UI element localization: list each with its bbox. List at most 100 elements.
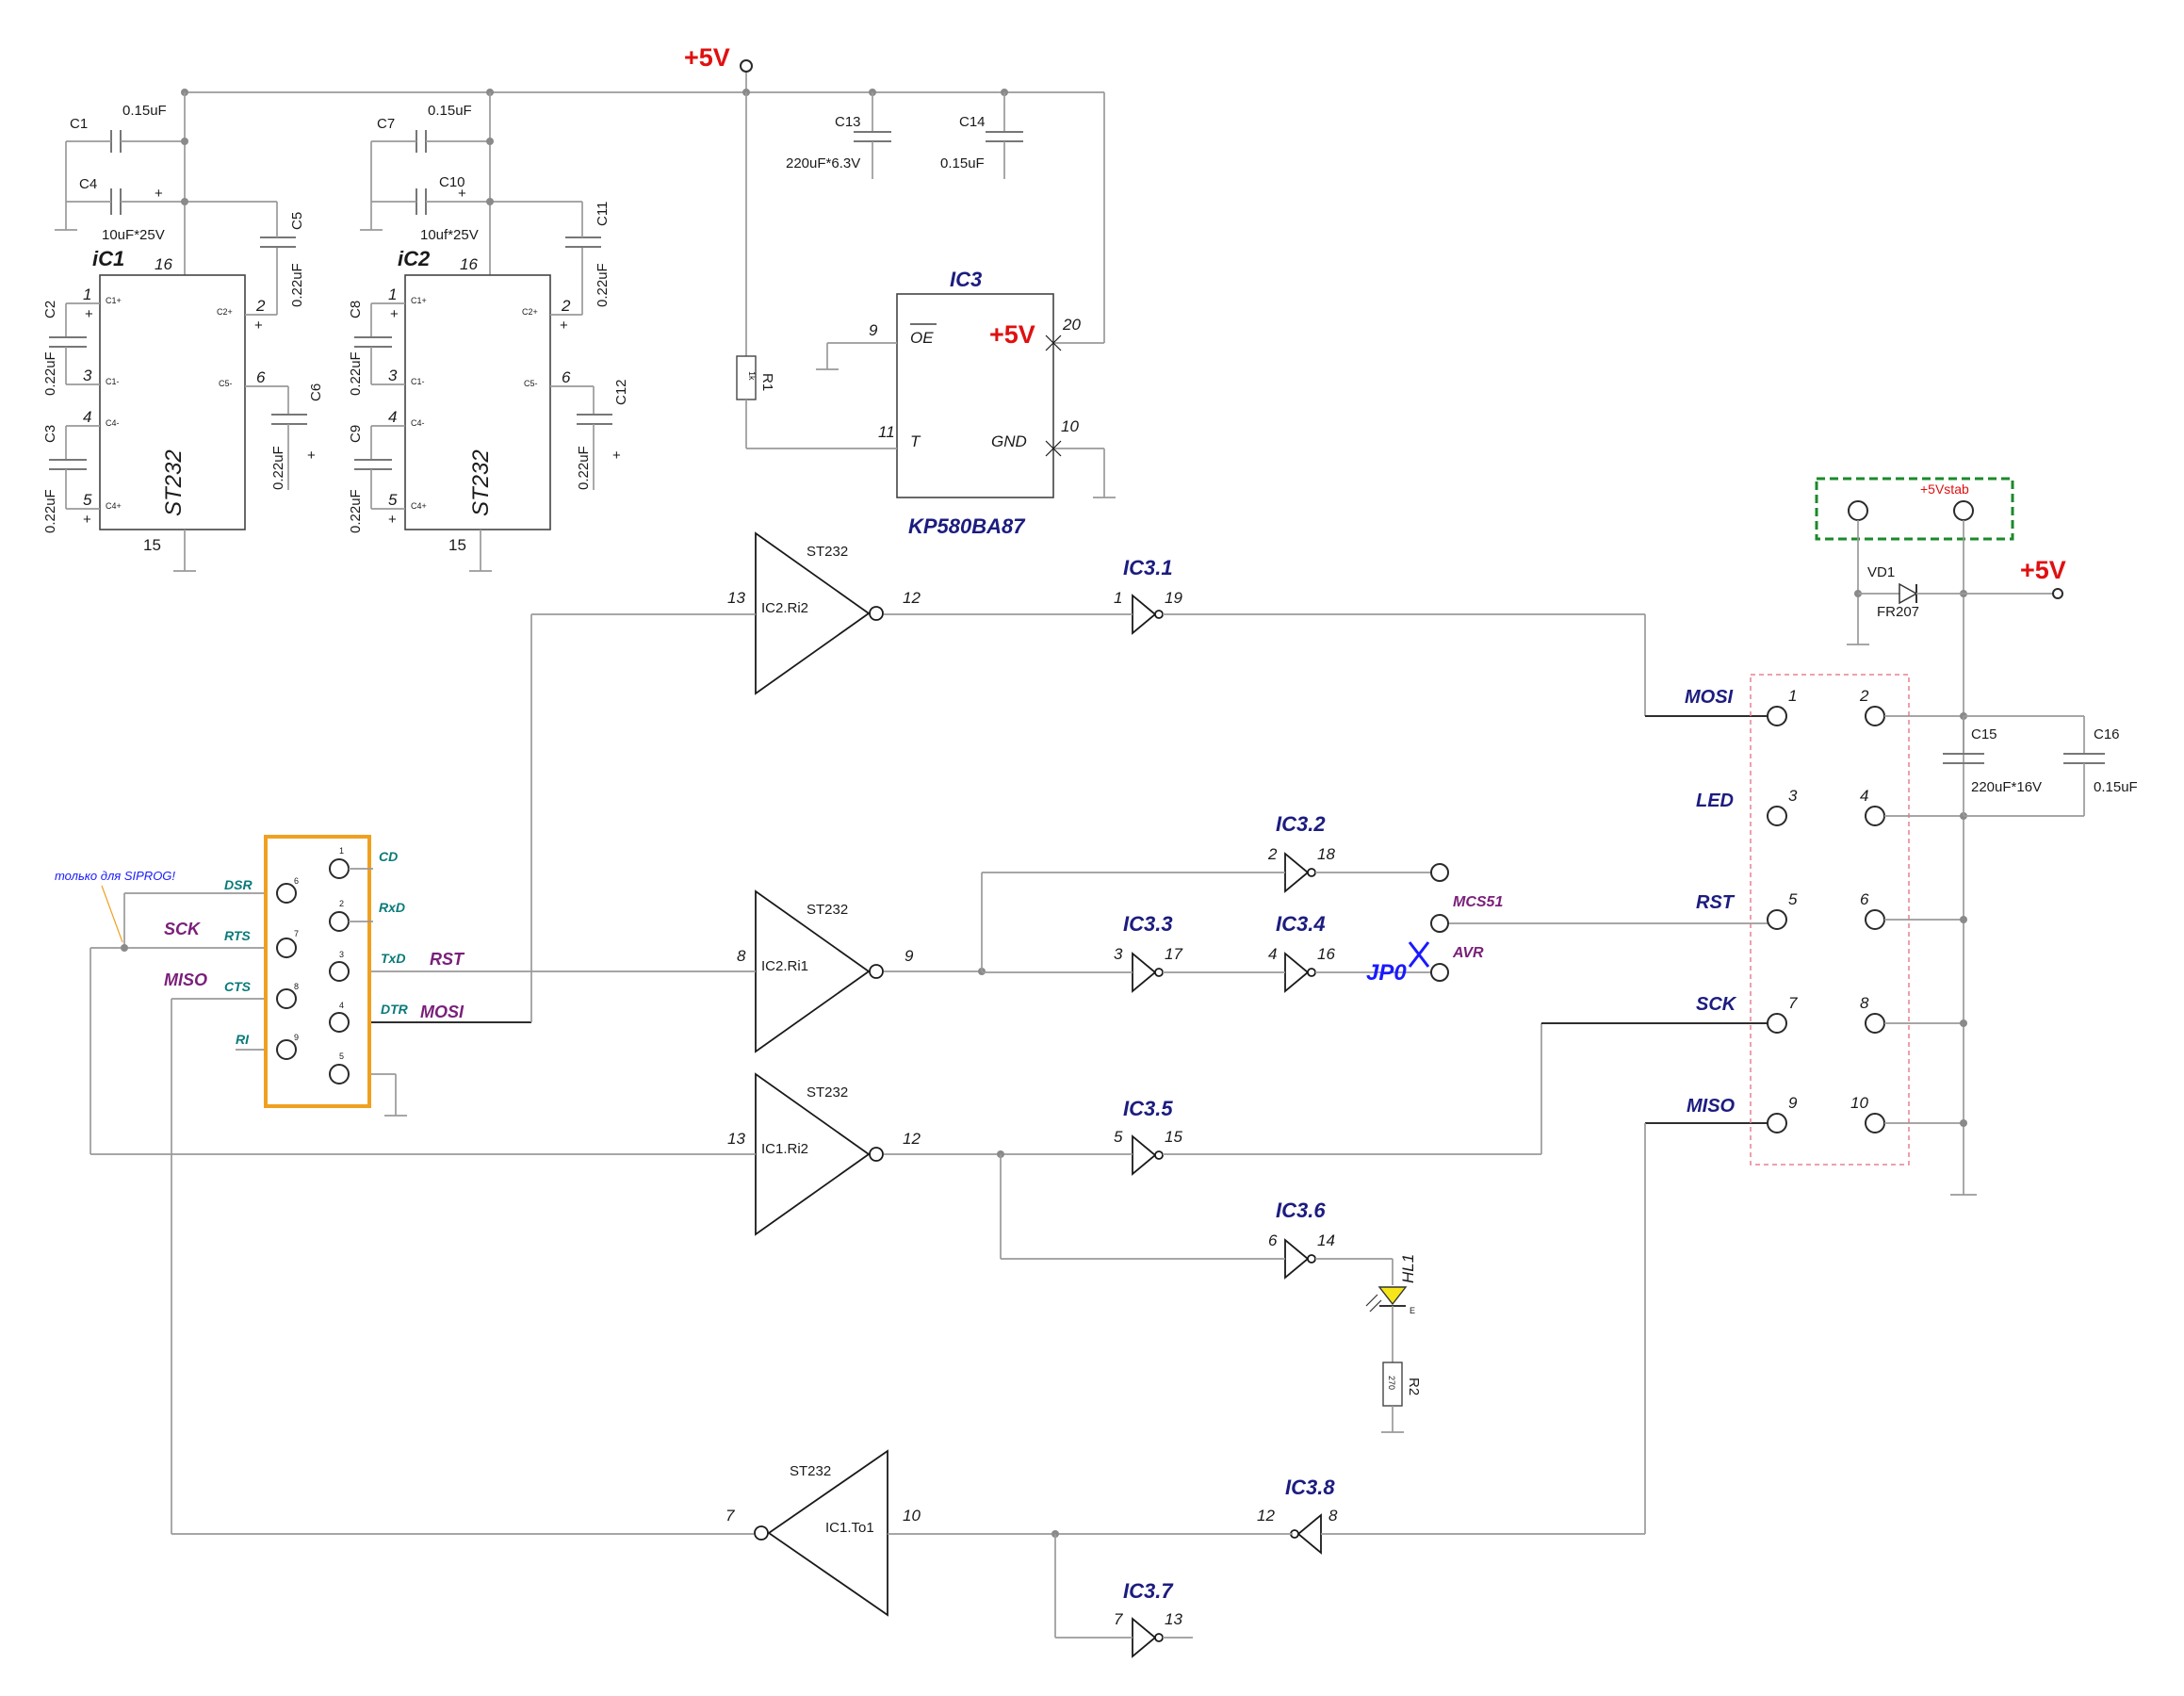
svg-text:C1: C1 [70,116,88,132]
svg-text:16: 16 [460,255,478,273]
svg-text:0.22uF: 0.22uF [42,351,58,396]
svg-text:IC3.7: IC3.7 [1123,1579,1174,1603]
svg-text:R2: R2 [1406,1378,1422,1395]
svg-text:OE: OE [910,329,934,347]
svg-text:12: 12 [1257,1507,1275,1525]
vcc-terminal-right[interactable] [2052,588,2063,599]
svg-text:10uf*25V: 10uf*25V [420,227,479,243]
svg-text:12: 12 [903,589,921,607]
svg-text:220uF*6.3V: 220uF*6.3V [786,155,860,171]
power-terminal-gnd[interactable] [1848,500,1868,521]
svg-text:JP0: JP0 [1366,960,1407,986]
svg-text:2: 2 [255,297,266,315]
svg-text:KP580BA87: KP580BA87 [908,514,1026,538]
svg-text:270: 270 [1387,1376,1396,1390]
svg-text:+5Vstab: +5Vstab [1920,481,1969,497]
hl1-led: HL1 E [1365,1254,1417,1362]
svg-text:2: 2 [339,899,344,908]
svg-text:IC3.5: IC3.5 [1123,1097,1173,1120]
db9-pin-3 [329,961,350,982]
svg-text:4: 4 [83,408,91,426]
svg-text:ST232: ST232 [468,449,494,516]
jp0-jumper[interactable]: JP0 MCS51 AVR [1366,863,1503,986]
jp0-pin-top [1430,863,1449,882]
svg-text:15: 15 [448,536,466,554]
svg-text:C1+: C1+ [106,296,122,305]
svg-text:12: 12 [903,1130,921,1148]
svg-text:T: T [910,432,921,450]
c14-capacitor: C14 0.15uF [940,92,1023,179]
db9-pin-7 [276,938,297,958]
svg-text:2: 2 [561,297,571,315]
svg-text:4: 4 [1268,945,1277,963]
svg-text:C5: C5 [289,212,305,230]
svg-text:C5-: C5- [524,379,538,388]
svg-text:10: 10 [1850,1094,1868,1112]
svg-text:8: 8 [1328,1507,1338,1525]
svg-text:CTS: CTS [224,979,252,994]
isp-pin-1 [1767,706,1787,726]
svg-text:GND: GND [991,432,1027,450]
svg-text:+: + [83,512,91,528]
svg-text:+: + [85,306,93,322]
svg-text:4: 4 [388,408,397,426]
svg-text:9: 9 [869,321,878,339]
svg-text:+: + [390,306,399,322]
svg-text:C9: C9 [348,425,364,443]
svg-text:3: 3 [1788,787,1798,805]
svg-text:IC3: IC3 [950,268,982,291]
svg-text:C13: C13 [835,114,861,130]
svg-text:IC2.Ri2: IC2.Ri2 [761,600,808,616]
svg-text:C4-: C4- [411,418,425,428]
svg-text:0.22uF: 0.22uF [576,446,592,490]
svg-text:3: 3 [339,950,344,959]
svg-text:C2+: C2+ [217,307,233,317]
svg-text:3: 3 [83,367,92,384]
svg-text:C4+: C4+ [106,501,122,511]
svg-text:IC3.4: IC3.4 [1276,912,1326,936]
buffer-ic2-ri2: ST232 IC2.Ri2 13 12 [727,531,921,695]
svg-text:IC3.6: IC3.6 [1276,1199,1326,1222]
svg-text:MOSI: MOSI [420,1003,465,1021]
svg-text:IC1.To1: IC1.To1 [825,1520,874,1536]
svg-text:7: 7 [725,1507,735,1525]
svg-text:0.22uF: 0.22uF [42,489,58,533]
svg-text:+: + [458,186,466,202]
isp-pin-3 [1767,806,1787,826]
svg-text:16: 16 [155,255,172,273]
svg-text:13: 13 [727,1130,745,1148]
svg-text:ST232: ST232 [807,902,848,918]
svg-text:iC1: iC1 [92,247,124,270]
power-terminal-5vstab[interactable] [1953,500,1974,521]
svg-text:8: 8 [1860,994,1869,1012]
svg-text:0.22uF: 0.22uF [595,263,611,307]
svg-text:6: 6 [562,368,571,386]
svg-text:1k: 1k [747,371,757,381]
svg-text:MCS51: MCS51 [1453,894,1503,910]
r2-resistor: 270 R2 [1381,1362,1422,1433]
db9-pin-1 [329,858,350,879]
svg-text:4: 4 [339,1001,344,1010]
vcc-label-top: +5V [684,43,730,72]
svg-text:+5V: +5V [989,320,1035,349]
top-power-rail: +5V [181,43,1105,344]
svg-text:14: 14 [1317,1231,1335,1249]
svg-text:11: 11 [878,423,895,441]
svg-text:C2+: C2+ [522,307,538,317]
svg-text:C4+: C4+ [411,501,427,511]
svg-text:0.15uF: 0.15uF [428,103,472,119]
svg-text:ST232: ST232 [807,544,848,560]
jp0-pin-mcs51 [1430,914,1449,933]
svg-text:0.15uF: 0.15uF [122,103,167,119]
svg-text:0.22uF: 0.22uF [270,446,286,490]
vcc-terminal-top[interactable] [740,59,753,73]
svg-text:13: 13 [727,589,745,607]
svg-text:+: + [388,512,397,528]
svg-text:ST232: ST232 [161,449,187,516]
svg-text:0.15uF: 0.15uF [2094,779,2138,795]
svg-text:1: 1 [83,285,91,303]
svg-text:C1+: C1+ [411,296,427,305]
svg-text:7: 7 [1788,994,1798,1012]
svg-text:2: 2 [1859,687,1869,705]
svg-text:ST232: ST232 [790,1463,831,1479]
